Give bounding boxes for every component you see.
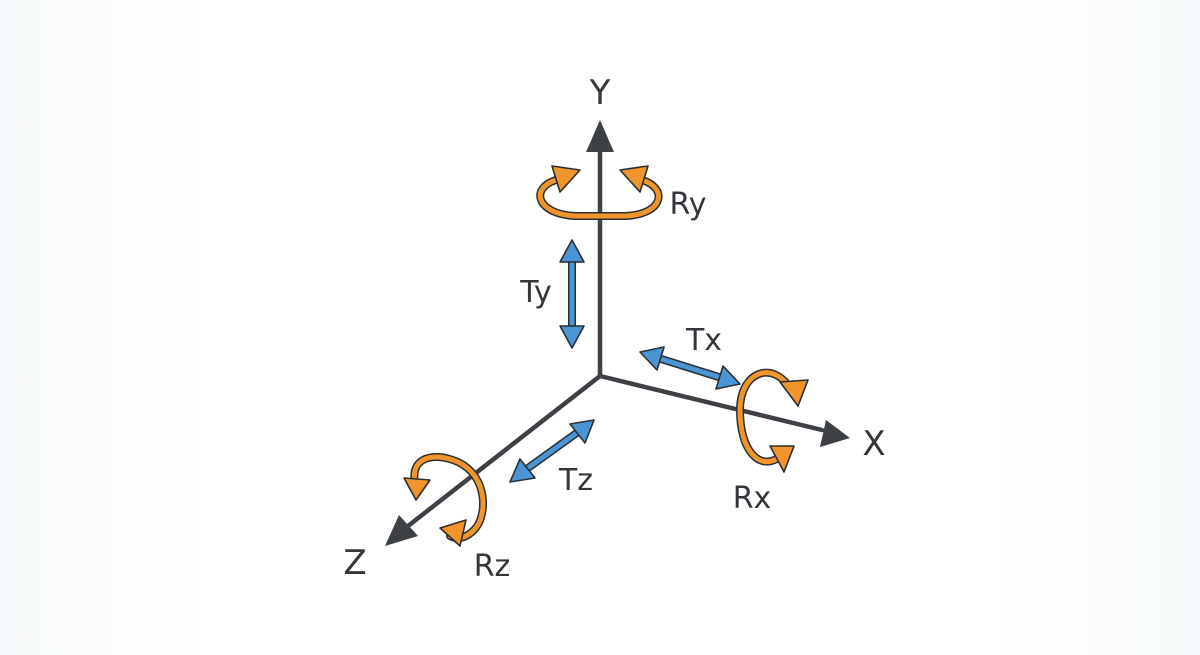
ty-translation-arrow	[559, 239, 585, 349]
y-axis-label: Y	[589, 73, 611, 113]
rz-arrowhead-bottom	[439, 519, 467, 547]
tx-label: Tx	[685, 323, 722, 358]
x-axis-label: X	[862, 424, 885, 464]
x-axis-line	[597, 373, 825, 433]
x-axis	[597, 373, 850, 447]
y-axis-arrowhead	[586, 120, 614, 152]
tx-arrowhead-left	[639, 346, 665, 371]
ry-arrowhead-right	[619, 165, 649, 193]
y-axis	[586, 120, 614, 379]
rx-arrowhead-top	[779, 379, 809, 407]
tz-translation-arrow	[509, 419, 595, 483]
rx-label: Rx	[733, 481, 772, 516]
tx-arrowhead-right	[715, 365, 741, 390]
ry-arrowhead-left	[551, 165, 581, 193]
x-axis-arrowhead	[820, 420, 850, 447]
ty-label: Ty	[519, 275, 551, 310]
z-axis-line	[405, 373, 603, 529]
z-axis	[385, 373, 603, 546]
tx-translation-arrow	[639, 346, 741, 390]
ty-arrowhead-down	[559, 325, 585, 349]
rz-arrowhead-top	[403, 477, 431, 501]
rz-rotation-arrow	[403, 452, 488, 547]
z-axis-label: Z	[343, 543, 366, 583]
tz-label: Tz	[558, 463, 593, 498]
ry-rotation-arrow	[536, 165, 663, 220]
ry-label: Ry	[670, 187, 707, 222]
z-axis-arrowhead	[385, 515, 418, 546]
rx-rotation-arrow	[735, 368, 809, 473]
rx-arrowhead-bottom	[769, 445, 795, 473]
tz-arrowhead-up	[569, 419, 595, 444]
rz-label: Rz	[474, 549, 511, 584]
tz-arrowhead-down	[509, 458, 536, 483]
ty-arrowhead-up	[559, 239, 585, 263]
